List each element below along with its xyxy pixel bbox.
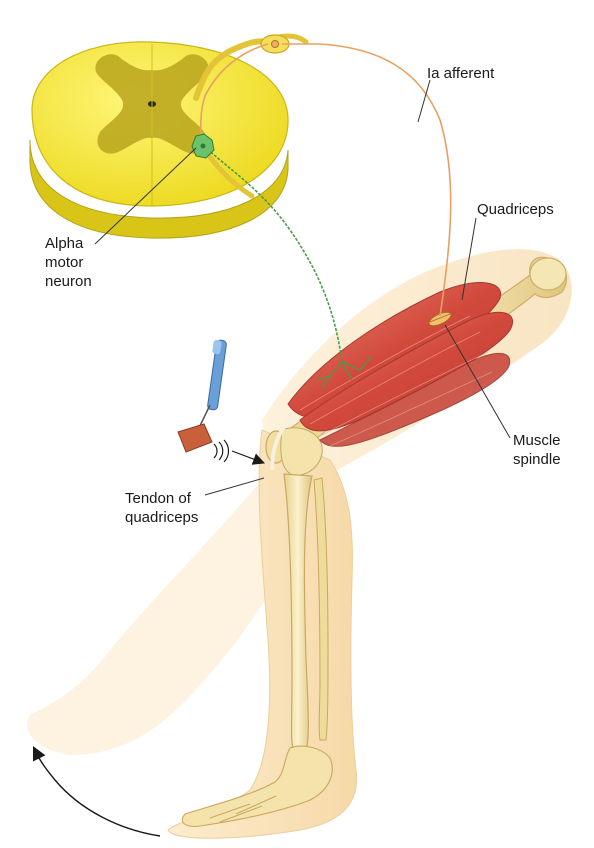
alpha-motor-neuron [191,133,215,159]
label-tendon-of-quadriceps: Tendon of quadriceps [125,490,199,526]
spinal-cord-section [29,33,309,239]
curved-arrow-icon [32,745,161,837]
ia-afferent-fiber [282,43,452,317]
label-muscle-spindle: Muscle spindle [513,432,561,468]
ganglion-cell-body [271,40,279,48]
motor-endplates [317,355,373,389]
muscle-spindle [428,311,452,327]
reflex-hammer-icon [177,339,227,453]
quadriceps-tendon [270,418,292,471]
dorsal-root [193,38,271,101]
foot-bones [181,745,333,827]
ventral-root [202,147,255,199]
tap-impact-icon [213,439,265,465]
label-quadriceps: Quadriceps [477,201,554,218]
lower-leg-extended-ghost [26,470,291,755]
leader-lines [94,79,511,496]
lower-leg-skin [167,429,358,839]
fibula [313,477,329,741]
label-ia-afferent: Ia afferent [427,65,495,82]
label-alpha-motor-neuron: Alpha motor neuron [45,235,92,290]
